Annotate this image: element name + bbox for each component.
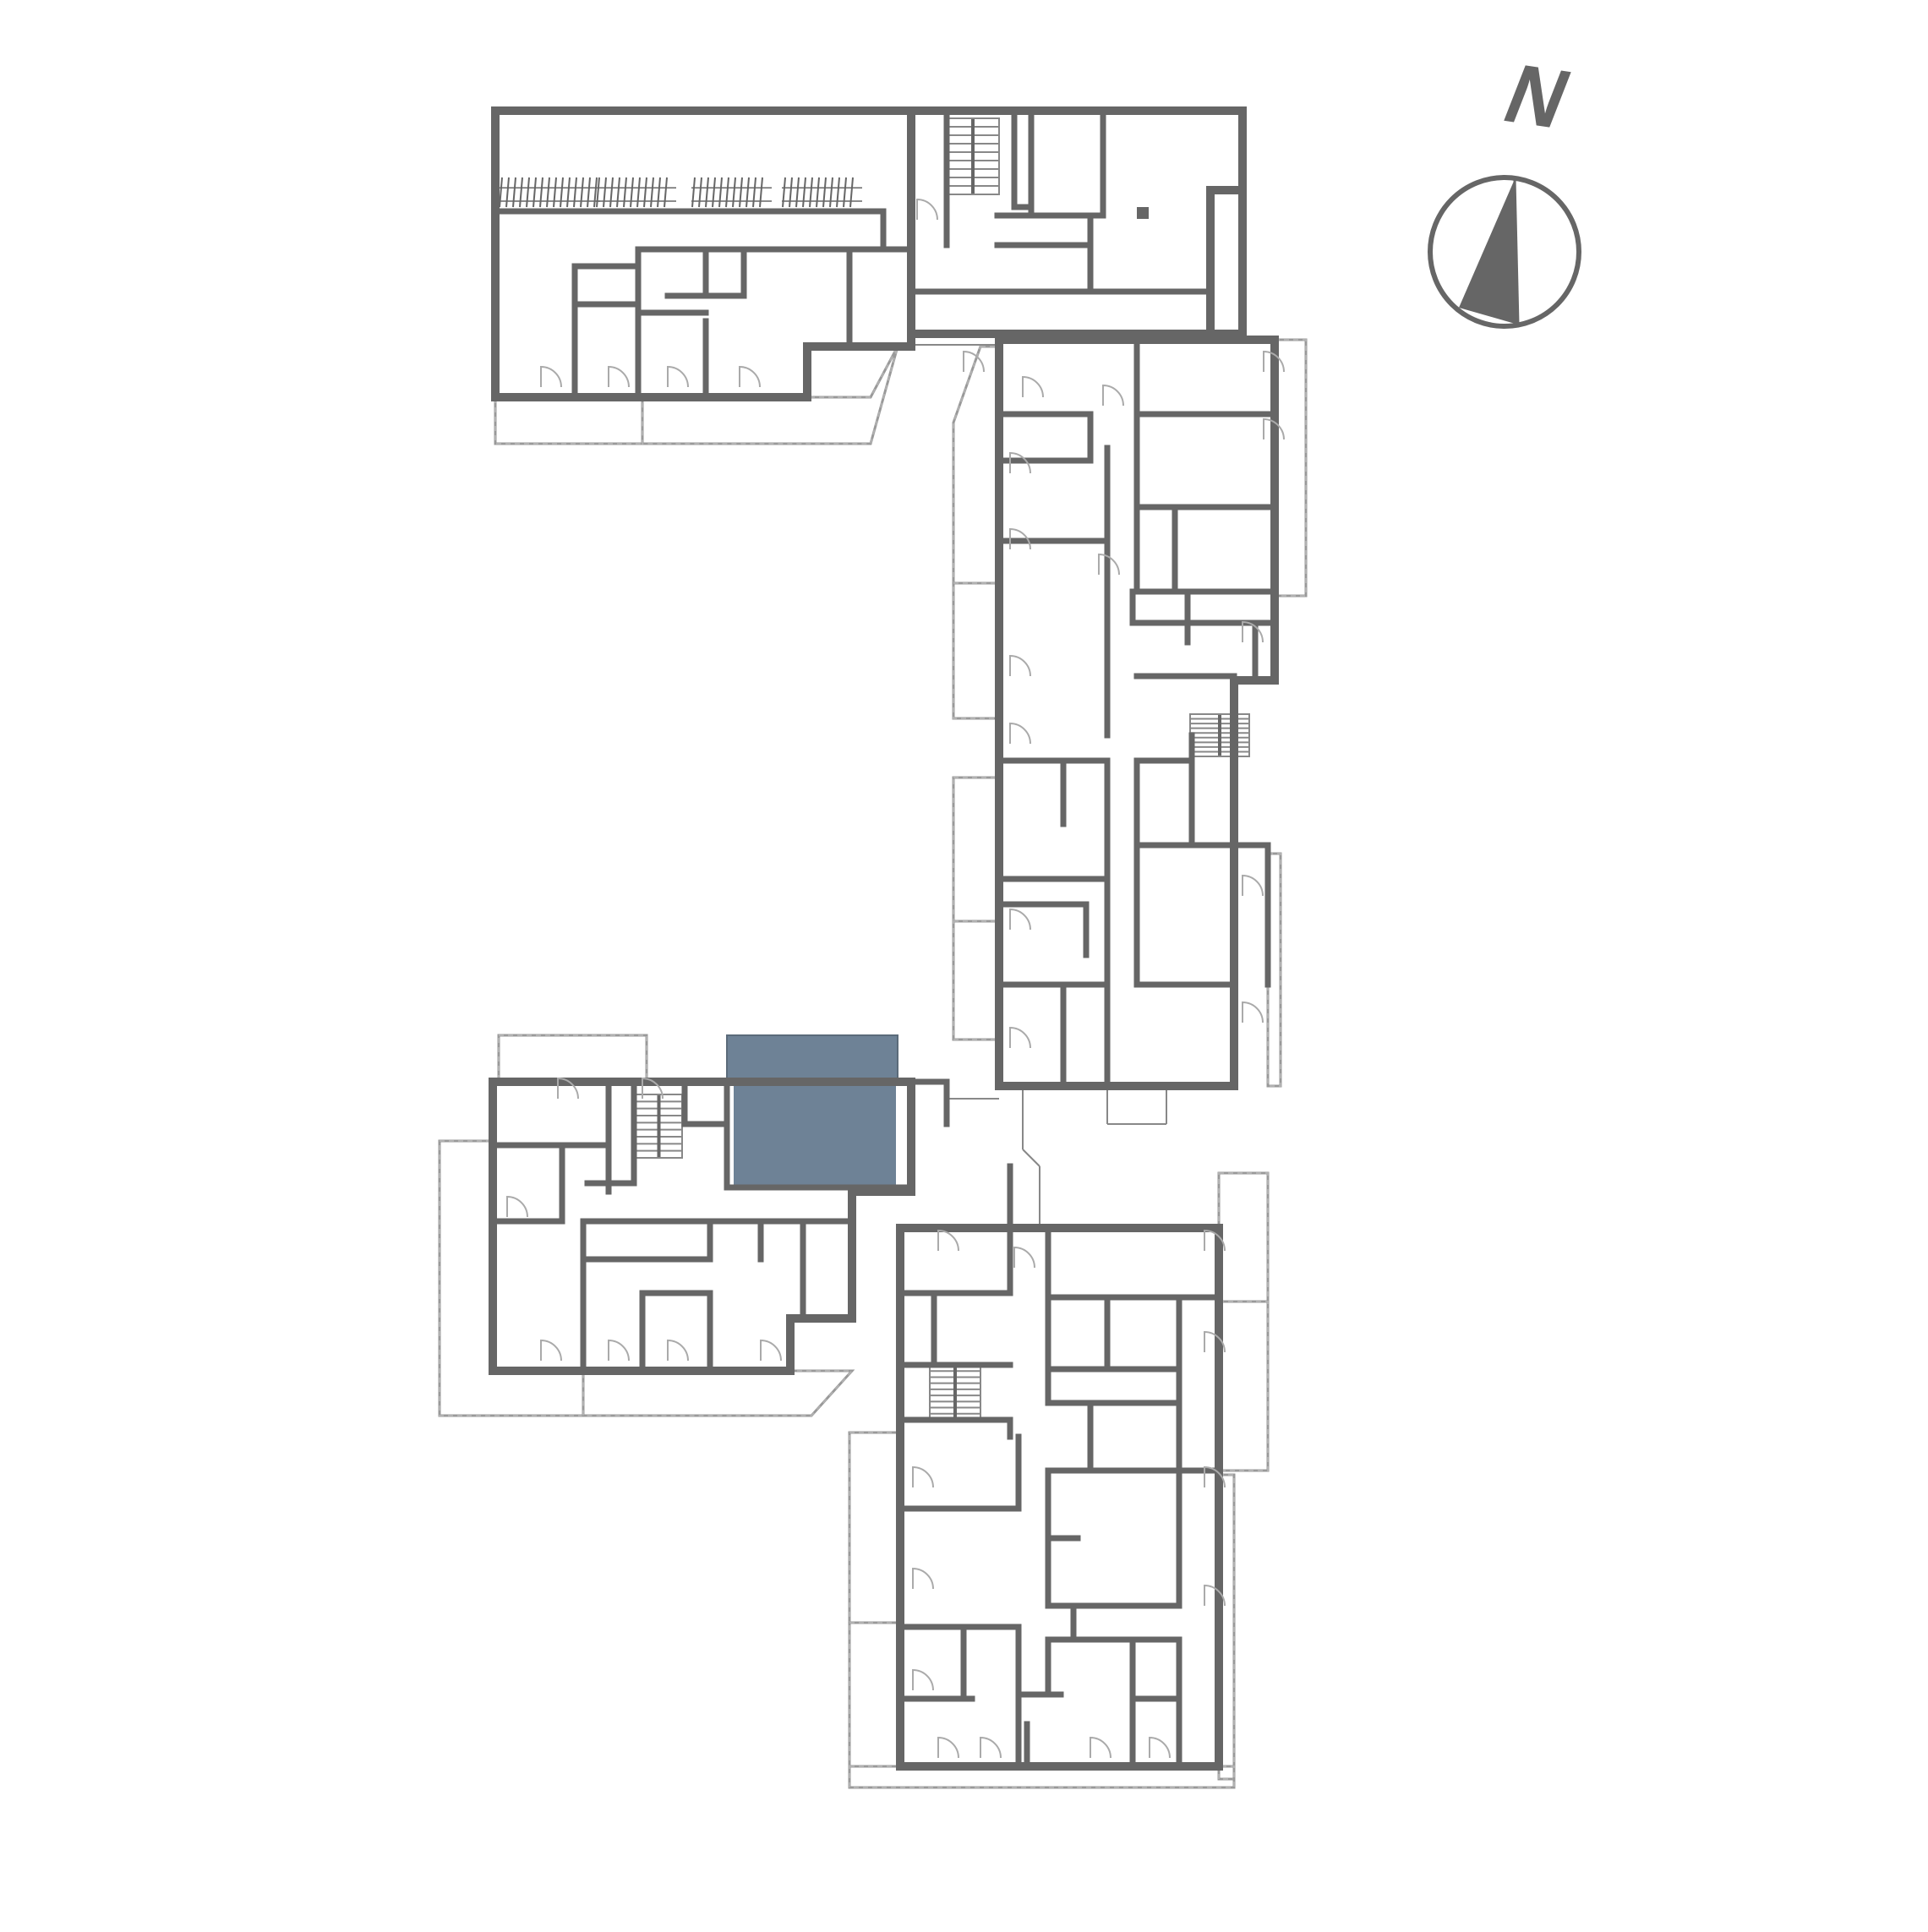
bike-racks-layer xyxy=(499,177,862,208)
door-icon xyxy=(667,365,689,388)
east-wing-balcony-west-d xyxy=(952,920,1001,1041)
column xyxy=(1137,207,1149,219)
east-wing-balcony-west-d-railing xyxy=(953,920,1000,1040)
door-icon xyxy=(1204,1465,1226,1488)
door-icon xyxy=(608,1339,630,1362)
door-icon xyxy=(1242,874,1264,897)
north-wing-outline xyxy=(491,106,1247,401)
door-icon xyxy=(1204,1584,1226,1607)
east-wing-balcony-west-c-railing xyxy=(953,777,1000,922)
door-icon xyxy=(642,1077,664,1100)
walls-layer xyxy=(489,106,1285,1771)
south-east-balcony-west-b-railing xyxy=(849,1622,901,1767)
selected-apartment-highlight[interactable] xyxy=(726,1034,898,1187)
bike-rack-icon xyxy=(691,177,772,208)
east-wing-upper-outline xyxy=(995,336,1279,1090)
south-west-balcony-south xyxy=(582,1369,855,1417)
south-east-stair-icon xyxy=(929,1364,981,1421)
north-east-block-outline xyxy=(907,106,1247,338)
south-east-balcony-east-b xyxy=(1217,1300,1270,1472)
door-icon xyxy=(1242,1001,1264,1023)
door-icon xyxy=(557,1077,579,1100)
thin-lines-layer xyxy=(913,344,1167,1228)
door-icon xyxy=(937,1736,959,1759)
east-wing-balcony-west-a xyxy=(952,345,1001,585)
south-east-balcony-west-b xyxy=(848,1621,902,1768)
door-icon xyxy=(1009,722,1031,745)
south-east-balcony-west-a-railing xyxy=(849,1432,901,1624)
east-wing-balcony-east-a xyxy=(1273,338,1308,598)
south-west-stair-icon xyxy=(635,1094,683,1159)
door-icon xyxy=(912,1465,934,1488)
corridor-line xyxy=(1022,1149,1040,1167)
door-icon xyxy=(1090,1736,1111,1759)
door-icon xyxy=(1098,553,1120,576)
door-icon xyxy=(1204,1229,1226,1252)
door-icon xyxy=(1149,1736,1171,1759)
east-wing-balcony-west-a-railing xyxy=(953,346,1000,584)
door-icon xyxy=(1009,654,1031,677)
selected-apartment-interior[interactable] xyxy=(734,1086,896,1187)
door-icon xyxy=(963,350,985,373)
door-icon xyxy=(760,1339,782,1362)
north-stair-icon xyxy=(946,117,1000,195)
east-wing-balcony-west-b-railing xyxy=(953,582,1000,719)
east-wing-balcony-west-b xyxy=(952,581,1001,720)
bike-rack-icon xyxy=(782,177,862,208)
door-icon xyxy=(937,1229,959,1252)
south-west-balcony-south-railing xyxy=(582,1370,855,1416)
south-east-balcony-east-a-railing xyxy=(1218,1172,1269,1302)
south-west-wing-outline xyxy=(489,1078,915,1375)
compass-circle xyxy=(1428,175,1581,329)
door-icon xyxy=(1009,527,1031,550)
north-wing-balcony-east-railing xyxy=(642,346,898,445)
south-west-balcony-north xyxy=(497,1034,648,1083)
door-icon xyxy=(912,1567,934,1590)
east-wing-balcony-west-c xyxy=(952,776,1001,923)
door-icon xyxy=(506,1195,528,1218)
south-west-balcony-north-railing xyxy=(498,1034,647,1083)
compass-needle xyxy=(1459,179,1518,325)
door-icon xyxy=(540,365,562,388)
door-icon xyxy=(1009,908,1031,931)
door-icon xyxy=(980,1736,1002,1759)
east-stair-icon xyxy=(1189,713,1250,757)
bike-rack-icon xyxy=(596,177,676,208)
north-arrow-icon xyxy=(1428,175,1581,329)
south-east-balcony-east-b-railing xyxy=(1218,1301,1269,1471)
bike-rack-icon xyxy=(499,177,600,208)
south-east-wing-outline xyxy=(896,1224,1223,1771)
east-wing-balcony-east-b-railing xyxy=(1267,853,1281,1087)
door-icon xyxy=(739,365,761,388)
door-icon xyxy=(912,1668,934,1691)
door-swings xyxy=(506,198,1285,1759)
north-wing-balcony-west-railing xyxy=(494,396,643,445)
door-icon xyxy=(916,198,938,221)
door-icon xyxy=(540,1339,562,1362)
south-east-balcony-east-a xyxy=(1217,1171,1270,1303)
door-icon xyxy=(1263,418,1285,440)
door-icon xyxy=(1009,451,1031,474)
door-icon xyxy=(1022,375,1044,398)
selected-apartment-balcony[interactable] xyxy=(726,1034,898,1083)
door-icon xyxy=(1013,1246,1035,1269)
north-wing-balcony-west xyxy=(494,396,644,445)
door-icon xyxy=(667,1339,689,1362)
door-icon xyxy=(1102,384,1124,407)
door-icon xyxy=(1263,350,1285,373)
door-icon xyxy=(1242,620,1264,643)
south-east-balcony-west-a xyxy=(848,1431,902,1624)
door-icon xyxy=(1009,1026,1031,1049)
door-icon xyxy=(1204,1330,1226,1353)
door-icon xyxy=(608,365,630,388)
east-wing-balcony-east-a-railing xyxy=(1274,339,1307,597)
